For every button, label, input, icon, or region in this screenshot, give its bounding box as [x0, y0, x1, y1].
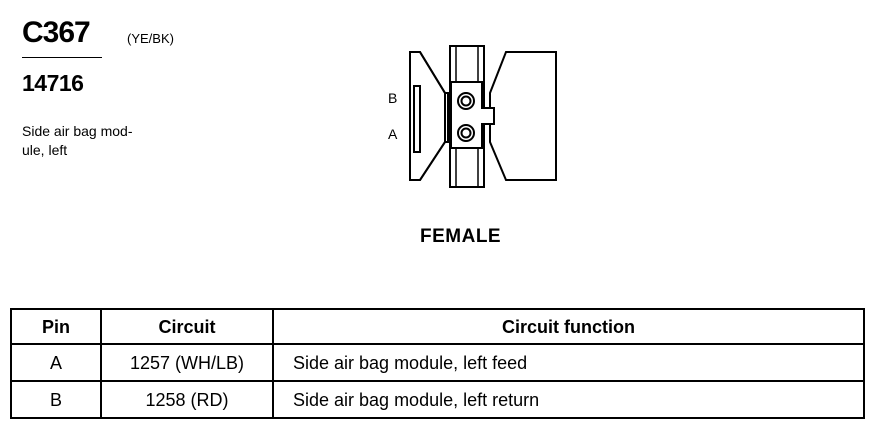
cell-function: Side air bag module, left return: [272, 380, 865, 419]
cell-circuit: 1257 (WH/LB): [100, 343, 274, 382]
cavity-a: [457, 124, 475, 142]
description-line-2: ule, left: [22, 142, 68, 158]
pin-table-header-row: Pin Circuit Circuit function: [10, 308, 865, 345]
part-number: 14716: [22, 70, 84, 96]
connector-gender: FEMALE: [420, 226, 502, 247]
table-row: B 1258 (RD) Side air bag module, left re…: [10, 380, 865, 419]
connector-face-drawing: [409, 45, 557, 188]
cavity-b-inner: [460, 95, 472, 107]
pin-table: Pin Circuit Circuit function A 1257 (WH/…: [10, 308, 865, 419]
cavity-a-inner: [460, 127, 472, 139]
header-circuit: Circuit: [100, 308, 274, 345]
header-pin: Pin: [10, 308, 102, 345]
title-rule: [22, 57, 102, 58]
header-circuit-function: Circuit function: [272, 308, 865, 345]
cell-pin: B: [10, 380, 102, 419]
pin-label-a: A: [388, 126, 398, 142]
connector-housing-outline: [409, 51, 449, 181]
cavity-b: [457, 92, 475, 110]
cell-circuit: 1258 (RD): [100, 380, 274, 419]
connector-side-rail: [413, 85, 421, 153]
connector-right-body: [489, 51, 557, 181]
table-row: A 1257 (WH/LB) Side air bag module, left…: [10, 343, 865, 382]
cell-function: Side air bag module, left feed: [272, 343, 865, 382]
cell-pin: A: [10, 343, 102, 382]
pin-label-b: B: [388, 90, 398, 106]
connector-description: Side air bag mod- ule, left: [22, 122, 162, 160]
wire-color: (YE/BK): [127, 31, 174, 46]
connector-id: C367: [22, 16, 91, 49]
description-line-1: Side air bag mod-: [22, 123, 133, 139]
connector-left-body: [409, 51, 446, 181]
